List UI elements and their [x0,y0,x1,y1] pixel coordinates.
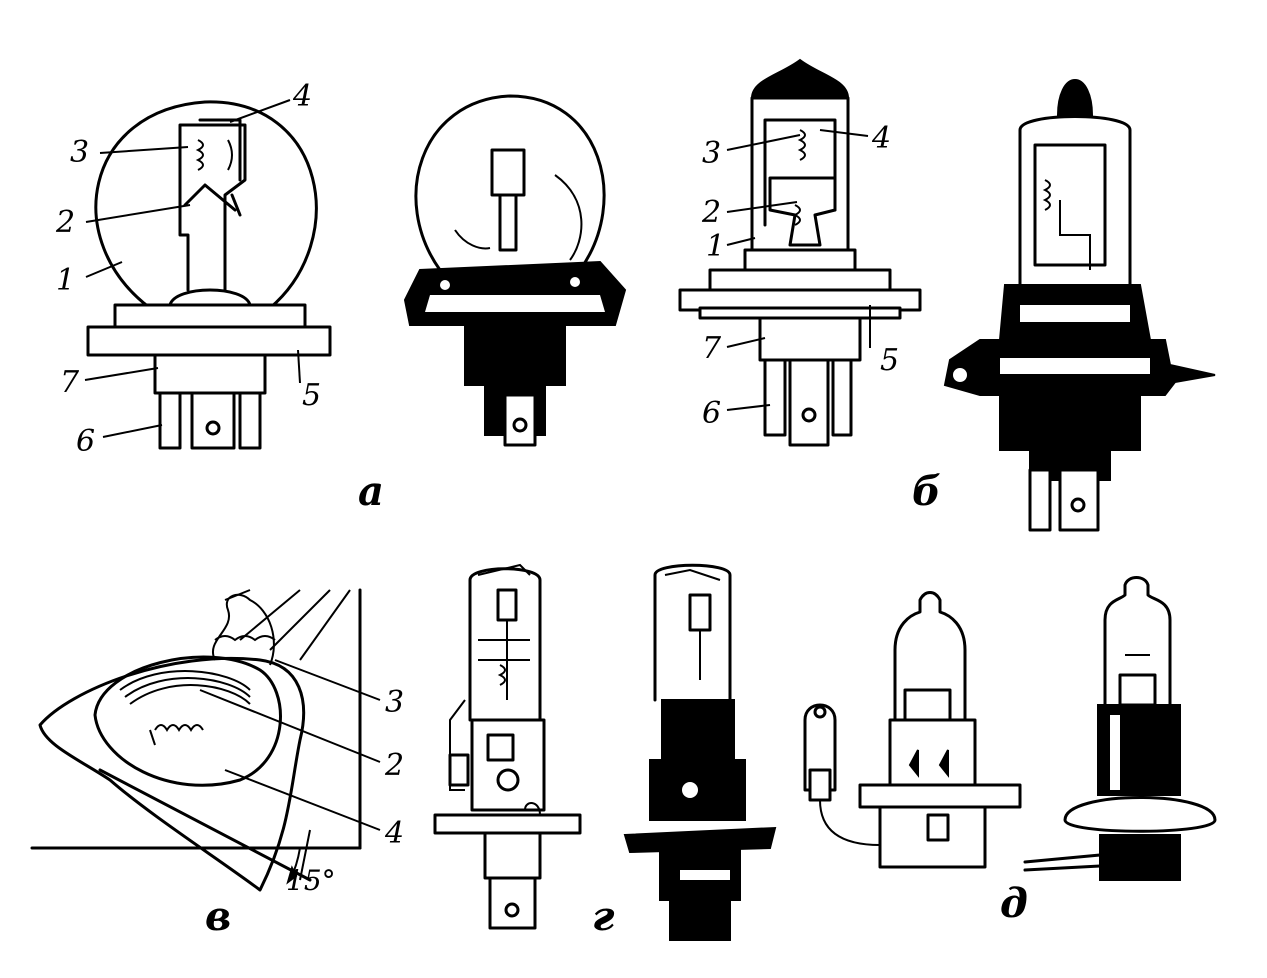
label-a-4: 4 [292,79,312,114]
angle-label: 15° [286,864,336,897]
label-b-3: 3 [702,136,721,171]
bulb-d-drawing [803,591,1022,869]
label-a-1: 1 [56,263,75,298]
filament-reflector-diagram: 3 2 4 15° [30,588,404,897]
bulb-b-photo [943,78,1216,532]
bulb-g-photo [623,563,777,941]
label-b-5: 5 [880,343,899,378]
bulb-a-photo [403,94,627,447]
bulb-g-drawing [433,563,582,930]
label-b-4: 4 [871,121,891,156]
caption-d: д [1000,880,1028,927]
caption-b: б [912,468,941,515]
callouts-b: 3 4 2 1 5 6 7 [701,121,899,431]
caption-a: а [358,468,384,515]
label-v-3: 3 [385,685,404,720]
label-b-6: 6 [702,396,721,431]
label-b-1: 1 [706,229,725,264]
label-a-6: 6 [76,424,95,459]
bulb-d-photo [1023,576,1217,881]
label-b-2: 2 [701,195,721,230]
label-a-5: 5 [302,378,321,413]
label-v-4: 4 [384,816,404,851]
bulb-b-drawing [678,58,922,447]
caption-g: г [592,893,615,940]
label-b-7: 7 [702,331,722,366]
caption-v: в [205,893,231,940]
label-v-2: 2 [384,748,404,783]
label-a-7: 7 [60,365,80,400]
callouts-a: 3 2 1 4 5 6 7 [55,79,321,459]
bulb-a-drawing [86,100,332,450]
label-a-3: 3 [70,135,89,170]
label-a-2: 2 [55,205,75,240]
